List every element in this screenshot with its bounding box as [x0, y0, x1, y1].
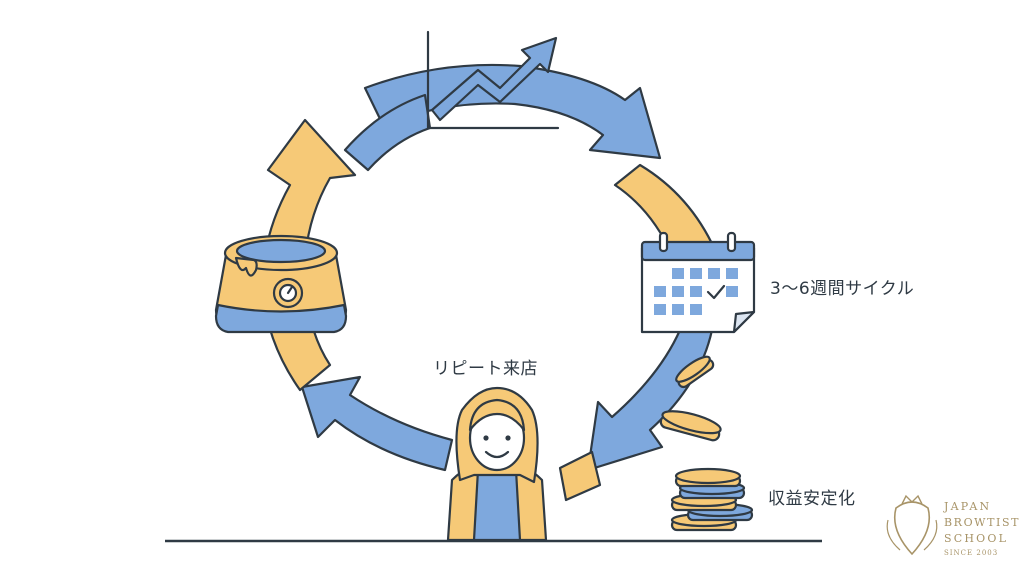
coin-stack-icon — [659, 355, 754, 532]
cycle-arrow-left-blue — [300, 375, 454, 472]
repeat-visit-label: リピート来店 — [433, 359, 538, 379]
trend-chart-icon — [426, 30, 560, 130]
logo-line-2: BROWTIST — [944, 516, 1021, 529]
logo-line-3: SCHOOL — [944, 532, 1009, 545]
cycle-arrow-right-blue — [586, 328, 714, 472]
logo-since: SINCE 2003 — [944, 549, 999, 557]
woman-avatar-icon — [446, 386, 548, 542]
calendar-icon — [640, 231, 756, 334]
school-logo-emblem — [886, 494, 938, 556]
cycle-arrow-bottom-yellow — [558, 450, 602, 502]
revenue-label: 収益安定化 — [768, 489, 856, 509]
logo-line-1: JAPAN — [944, 500, 992, 513]
cycle-arrow-top — [363, 63, 662, 160]
cycle-label: 3〜6週間サイクル — [770, 279, 915, 299]
wax-warmer-icon — [214, 234, 348, 334]
